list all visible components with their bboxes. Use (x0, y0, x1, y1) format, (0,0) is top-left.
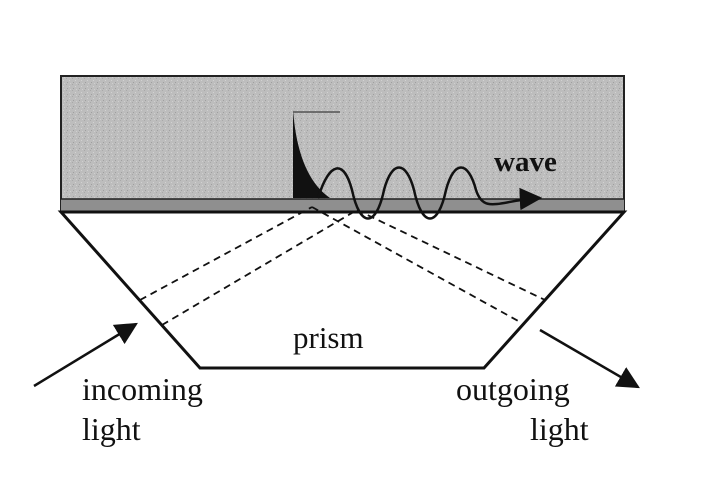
outgoing-light-label-line2: light (530, 411, 589, 447)
sample-medium (60, 75, 625, 212)
outgoing-light-arrow (539, 328, 640, 389)
wave-label: wave (494, 146, 557, 178)
incoming-light-label-line1: incoming (82, 371, 203, 407)
incoming-light-arrow (33, 322, 138, 388)
prism-label: prism (293, 320, 364, 355)
prism (57, 210, 628, 370)
surface-wave (316, 166, 543, 220)
outgoing-light-label-line1: outgoing (456, 371, 570, 407)
beam-path-lower-in (161, 209, 358, 326)
beam-path-upper-in (139, 206, 313, 301)
beam-path-upper-out (311, 206, 521, 323)
evanescent-decay-profile (293, 110, 330, 198)
beam-path-lower-out (356, 209, 546, 301)
incoming-light-label-line2: light (82, 411, 141, 447)
interface-layer (61, 199, 624, 212)
